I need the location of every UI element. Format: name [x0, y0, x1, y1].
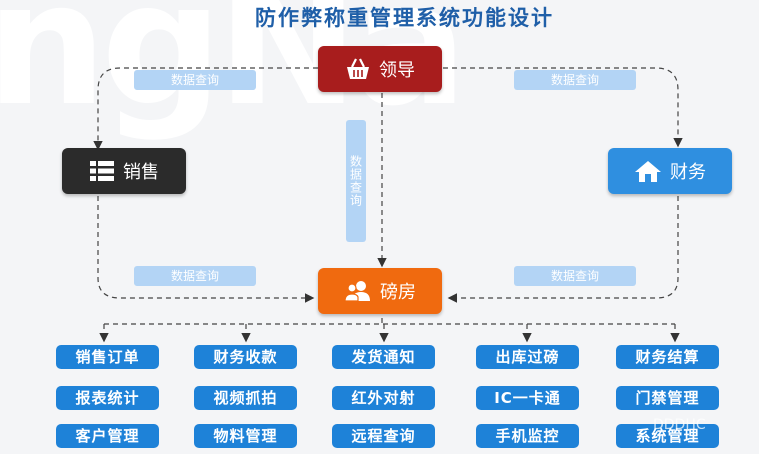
module-item: 发货通知 — [332, 345, 435, 369]
line-sales-weighroom — [97, 196, 315, 303]
module-item: 远程查询 — [332, 424, 435, 448]
node-finance: 财务 — [608, 148, 732, 194]
query-label-leader-weighroom: 数据查询 — [346, 120, 366, 242]
users-icon — [344, 280, 372, 302]
node-weighroom-label: 磅房 — [380, 282, 416, 303]
module-item: 财务结算 — [616, 345, 719, 369]
module-item: 视频抓拍 — [194, 386, 297, 410]
module-item: 系统管理 — [616, 424, 719, 448]
node-leader: 领导 — [318, 46, 442, 92]
query-label-leader-finance: 数据查询 — [514, 70, 636, 90]
query-label-sales-weighroom: 数据查询 — [134, 266, 256, 286]
module-item: 销售订单 — [56, 345, 159, 369]
module-item: 财务收款 — [194, 345, 297, 369]
node-sales: 销售 — [62, 148, 186, 194]
node-sales-label: 销售 — [123, 162, 159, 183]
query-label-leader-sales: 数据查询 — [134, 70, 256, 90]
home-icon — [634, 159, 662, 183]
line-finance-weighroom — [447, 196, 679, 303]
module-item: 红外对射 — [332, 386, 435, 410]
corner-watermark: DDDHC — [653, 417, 706, 433]
node-leader-label: 领导 — [379, 60, 415, 81]
module-item: 门禁管理 — [616, 386, 719, 410]
module-item: 客户管理 — [56, 424, 159, 448]
line-leader-sales — [93, 67, 318, 151]
module-item: 手机监控 — [476, 424, 579, 448]
node-weighroom: 磅房 — [318, 268, 442, 314]
basket-icon — [345, 57, 371, 81]
page-title: 防作弊称重管理系统功能设计 — [255, 6, 554, 30]
module-item: IC一卡通 — [476, 386, 579, 410]
module-item: 报表统计 — [56, 386, 159, 410]
grid-icon — [89, 160, 115, 182]
query-label-finance-weighroom: 数据查询 — [514, 266, 636, 286]
module-item: 出库过磅 — [476, 345, 579, 369]
module-item: 物料管理 — [194, 424, 297, 448]
node-finance-label: 财务 — [670, 162, 706, 183]
